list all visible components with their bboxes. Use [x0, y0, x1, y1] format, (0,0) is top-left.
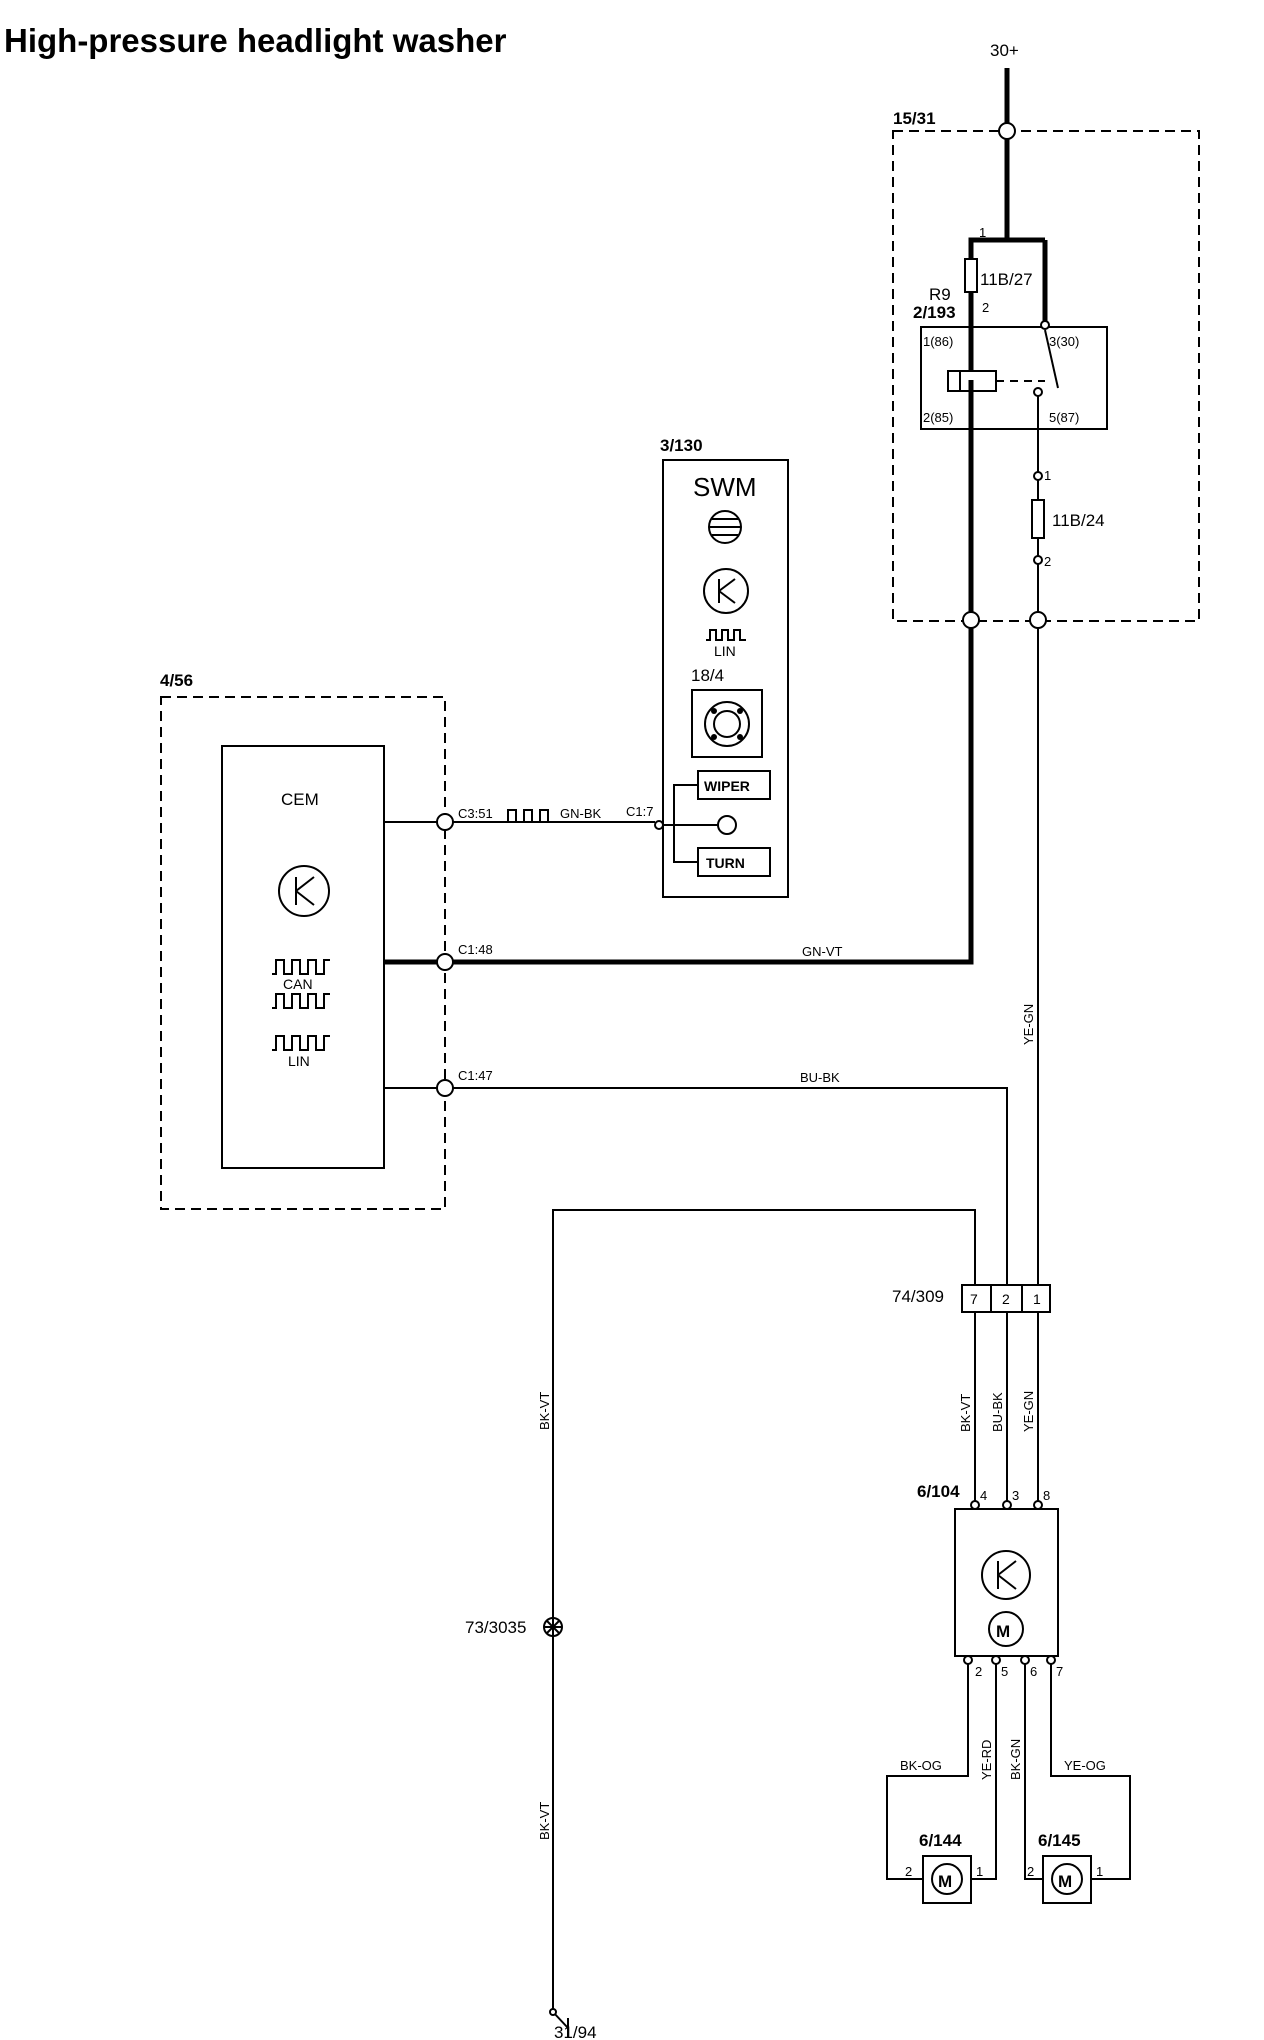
fuse-11b27: 1 11B/27 2 R9: [929, 225, 1045, 315]
pump-left-id: 6/144: [919, 1831, 962, 1850]
fuse-11b27-pin-out: 2: [982, 300, 989, 315]
r9-label: R9: [929, 285, 951, 304]
fuse-11b24: 1 11B/24 2: [1031, 468, 1105, 612]
relay-box-id: 15/31: [893, 109, 936, 128]
wire-gn-vt-label: GN-VT: [802, 944, 843, 959]
pump-right-motor-symbol: M: [1058, 1872, 1072, 1891]
wire-ye-gn-label: YE-GN: [1021, 1004, 1036, 1045]
steering-wheel-icon: [708, 510, 742, 544]
wire-bk-vt-label-upper: BK-VT: [537, 1392, 552, 1430]
splice-id: 73/3035: [465, 1618, 526, 1637]
pump-right-pin-b: 1: [1096, 1864, 1103, 1879]
cem-pin-c148: C1:48: [458, 942, 493, 957]
relay-pin-86: 1(86): [923, 334, 953, 349]
connector-pin-2: 2: [1002, 1291, 1010, 1307]
wires-connector-to-module: BK-VT BU-BK YE-GN: [958, 1312, 1039, 1505]
pump-left-pin-a: 2: [905, 1864, 912, 1879]
ground-label: 31/94: [554, 2023, 597, 2040]
wire-bk-vt: BK-VT BK-VT: [537, 1209, 976, 2012]
wire-gn-bk-label: GN-BK: [560, 806, 602, 821]
connector-pin-1: 1: [1033, 1291, 1041, 1307]
wire-ye-rd-label: YE-RD: [979, 1740, 994, 1780]
wire-bk-gn-label: BK-GN: [1008, 1739, 1023, 1780]
relay-pin-85: 2(85): [923, 410, 953, 425]
module-id: 6/104: [917, 1482, 960, 1501]
splice-73-3035: 73/3035: [465, 1617, 563, 1637]
cem-name: CEM: [281, 790, 319, 809]
module-6-104: 6/104 4 3 8 M 2 5 6 7: [917, 1482, 1063, 1679]
can-pulse-icon: [272, 959, 330, 1009]
cem-pin-c147: C1:47: [458, 1068, 493, 1083]
wiper-label: WIPER: [704, 778, 750, 794]
switch-18-4: [691, 689, 763, 758]
wires-module-to-pumps: BK-OG YE-RD BK-GN YE-OG: [886, 1664, 1131, 1880]
fuse-11b27-id: 11B/27: [980, 270, 1033, 289]
fuse-11b27-pin-in: 1: [979, 225, 986, 240]
pump-right-id: 6/145: [1038, 1831, 1081, 1850]
swm-pin-c17: C1:7: [626, 804, 653, 819]
connector-pin-7: 7: [970, 1291, 978, 1307]
module-pin-4: 4: [980, 1488, 987, 1503]
swm-id: 3/130: [660, 436, 703, 455]
pump-left-pin-b: 1: [976, 1864, 983, 1879]
cem-can-label: CAN: [283, 976, 313, 992]
connector-id: 74/309: [892, 1287, 944, 1306]
relay-id: 2/193: [913, 303, 956, 322]
connector-74-309: 74/309 7 2 1: [892, 1284, 1051, 1313]
module-pin-8: 8: [1043, 1488, 1050, 1503]
relay-pin-30: 3(30): [1049, 334, 1079, 349]
pump-right-pin-a: 2: [1027, 1864, 1034, 1879]
switch-id: 18/4: [691, 666, 724, 685]
wire-bu-bk-label: BU-BK: [800, 1070, 840, 1085]
power-label: 30+: [990, 41, 1019, 60]
fuse-11b24-id: 11B/24: [1052, 511, 1105, 530]
fuse-11b24-pin-in: 1: [1044, 468, 1051, 483]
relay-2-193: 2/193 1(86) 3(30) 2(85) 5(87): [913, 240, 1108, 476]
diagram-title: High-pressure headlight washer: [4, 22, 507, 59]
module-pin-3: 3: [1012, 1488, 1019, 1503]
wire-gn-bk: GN-BK C1:7: [453, 804, 655, 823]
module-pin-2: 2: [975, 1664, 982, 1679]
wire-ye-gn: YE-GN: [1021, 628, 1039, 1285]
swm-lin-label: LIN: [714, 643, 736, 659]
wire-bk-vt-label-module: BK-VT: [958, 1394, 973, 1432]
lin-pulse-icon: [706, 629, 746, 641]
wire-ye-og-label: YE-OG: [1064, 1758, 1106, 1773]
module-motor-icon: M: [988, 1611, 1024, 1647]
relay-pin-87: 5(87): [1049, 410, 1079, 425]
wire-bu-bk: BU-BK: [453, 1070, 1008, 1285]
module-transistor-icon: [981, 1550, 1031, 1600]
cem-id: 4/56: [160, 671, 193, 690]
cem-module: 4/56 CEM CAN LIN: [160, 671, 446, 1210]
module-motor-symbol: M: [996, 1622, 1010, 1641]
ground-icon: 31/94: [549, 2008, 597, 2040]
relay-box-15-31: 15/31: [892, 109, 1200, 622]
wire-bu-bk-label-module: BU-BK: [990, 1392, 1005, 1432]
wire-bk-vt-label-lower: BK-VT: [537, 1802, 552, 1840]
pump-left-motor-symbol: M: [938, 1872, 952, 1891]
swm-name: SWM: [693, 472, 757, 502]
pump-6-144: 6/144 M 2 1: [905, 1831, 983, 1904]
cem-lin-label: LIN: [288, 1053, 310, 1069]
wire-gn-vt: GN-VT: [453, 628, 974, 965]
fuse-11b24-pin-out: 2: [1044, 554, 1051, 569]
turn-label: TURN: [706, 855, 745, 871]
module-pin-5: 5: [1001, 1664, 1008, 1679]
module-pin-7: 7: [1056, 1664, 1063, 1679]
wire-ye-gn-label-module: YE-GN: [1021, 1391, 1036, 1432]
pump-6-145: 6/145 M 2 1: [1027, 1831, 1103, 1904]
swm-module: 3/130 SWM LIN 18/4: [654, 436, 789, 898]
cem-transistor-icon: [278, 865, 330, 917]
cem-lin-pulse-icon: [272, 1035, 330, 1051]
power-supply: 30+: [990, 41, 1019, 240]
transistor-icon: [703, 568, 749, 614]
cem-pin-c351: C3:51: [458, 806, 493, 821]
module-pin-6: 6: [1030, 1664, 1037, 1679]
wire-bk-og-label: BK-OG: [900, 1758, 942, 1773]
cem-pins: C3:51 C1:48 C1:47: [384, 806, 493, 1097]
